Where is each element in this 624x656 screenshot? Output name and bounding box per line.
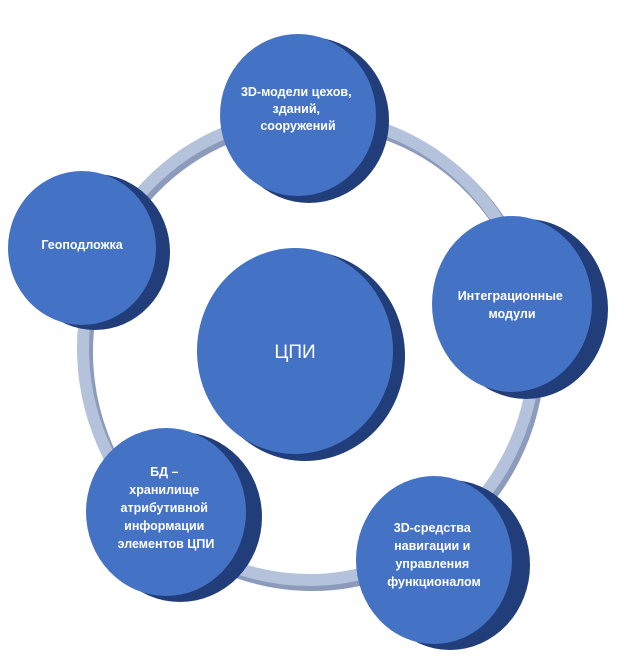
node-database-line-1: БД – [150, 465, 178, 479]
node-database-line-4: информации [124, 519, 204, 533]
node-models-face [220, 34, 376, 196]
node-database-label: БД – хранилище атрибутивной информации э… [118, 465, 215, 551]
node-integration: Интеграционные модули [432, 216, 608, 399]
node-geobase-label: Геоподложка [41, 238, 123, 252]
node-integration-face [432, 216, 592, 392]
node-database-face [86, 428, 246, 596]
node-navigation: 3D-средства навигации и управления функц… [356, 476, 530, 650]
node-database-line-5: элементов ЦПИ [118, 537, 215, 551]
center-node-face [197, 248, 393, 454]
node-navigation-face [356, 476, 512, 644]
node-models-line-1: 3D-модели цехов, [241, 85, 352, 99]
node-navigation-line-2: навигации и [394, 539, 470, 553]
node-models-line-3: сооружений [260, 119, 335, 133]
node-database-line-2: хранилище [129, 483, 199, 497]
node-geobase-line-1: Геоподложка [41, 238, 123, 252]
node-navigation-line-3: управления [395, 557, 469, 571]
node-geobase: Геоподложка [8, 171, 170, 330]
node-navigation-label: 3D-средства навигации и управления функц… [387, 521, 481, 589]
center-label: ЦПИ [274, 342, 315, 363]
node-integration-label: Интеграционные модули [458, 289, 567, 321]
node-database: БД – хранилище атрибутивной информации э… [86, 428, 262, 602]
node-integration-line-1: Интеграционные [458, 289, 563, 303]
node-models: 3D-модели цехов, зданий, сооружений [220, 34, 389, 203]
node-database-line-3: атрибутивной [121, 501, 208, 515]
node-models-line-2: зданий, [273, 102, 321, 116]
node-integration-line-2: модули [488, 307, 535, 321]
node-navigation-line-4: функционалом [387, 575, 481, 589]
node-models-label: 3D-модели цехов, зданий, сооружений [241, 85, 355, 133]
center-node: ЦПИ [197, 248, 405, 461]
node-geobase-face [8, 171, 156, 325]
node-navigation-line-1: 3D-средства [394, 521, 472, 535]
